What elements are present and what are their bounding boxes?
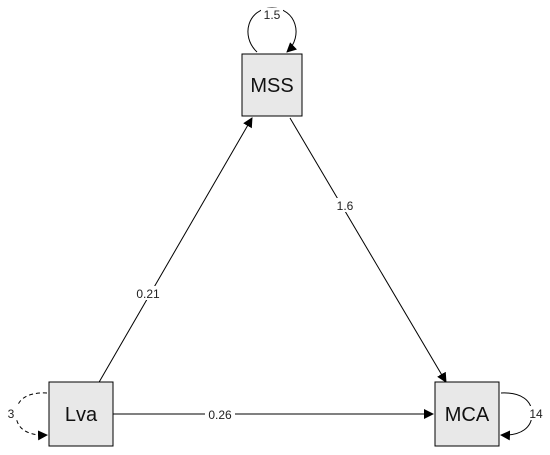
coef-lva-to-mca: 0.26 (208, 408, 232, 422)
node-mca-label: MCA (445, 404, 490, 426)
node-mca: MCA (434, 381, 500, 447)
variance-loop-lva (15, 392, 48, 441)
coef-lva-to-mss: 0.21 (136, 287, 160, 301)
label-lva-to-mss: 0.21 (134, 286, 162, 301)
node-mss-label: MSS (250, 75, 293, 97)
node-lva: Lva (48, 381, 114, 447)
label-variance-mca: 14 (527, 406, 545, 421)
variance-mca: 14 (529, 407, 543, 421)
node-lva-label: Lva (65, 404, 98, 426)
label-variance-lva: 3 (4, 406, 18, 421)
label-variance-mss: 1.5 (261, 8, 283, 22)
edge-lva-to-mss (97, 117, 253, 385)
variance-mss: 1.5 (264, 8, 281, 22)
variance-lva: 3 (8, 407, 15, 421)
edge-mss-to-mca (289, 117, 447, 383)
label-lva-to-mca: 0.26 (205, 408, 235, 422)
label-mss-to-mca: 1.6 (334, 198, 356, 213)
coef-mss-to-mca: 1.6 (337, 199, 354, 213)
node-mss: MSS (241, 53, 303, 117)
